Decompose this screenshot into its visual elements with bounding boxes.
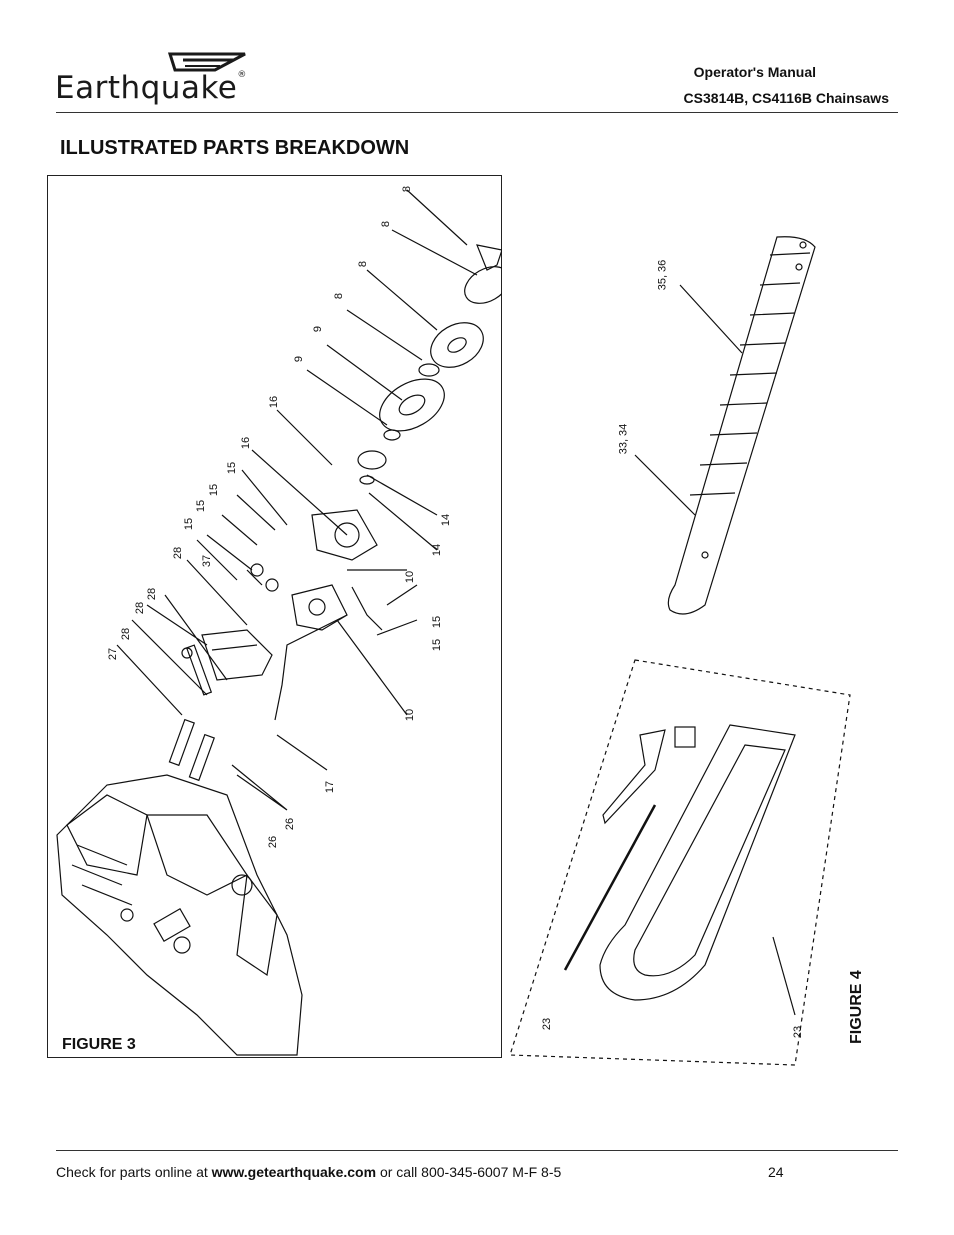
- callout-8: 8: [357, 260, 370, 268]
- brand-wordmark: Earthquake®: [55, 70, 247, 106]
- callout-35-36: 35, 36: [656, 259, 669, 291]
- callout-14: 14: [440, 513, 453, 527]
- callout-16: 16: [268, 395, 281, 409]
- earthquake-logo-icon: [167, 52, 246, 72]
- figure-4-label: FIGURE 4: [848, 970, 865, 1044]
- footer-url-link[interactable]: www.getearthquake.com: [211, 1164, 377, 1180]
- callout-9: 9: [312, 325, 325, 333]
- figure-3-label: FIGURE 3: [62, 1036, 136, 1053]
- callout-28: 28: [146, 587, 159, 601]
- callout-8: 8: [401, 185, 414, 193]
- callout-15: 15: [183, 517, 196, 531]
- footer-divider: [56, 1150, 898, 1151]
- callout-15: 15: [195, 499, 208, 513]
- callout-15: 15: [431, 615, 444, 629]
- figure-3-diagram: [56, 189, 502, 1056]
- callout-28: 28: [120, 627, 133, 641]
- header-model-numbers: CS3814B, CS4116B Chainsaws: [683, 90, 889, 106]
- header-divider: [56, 112, 898, 113]
- callout-26: 26: [284, 817, 297, 831]
- callout-10: 10: [404, 708, 417, 722]
- callout-28: 28: [134, 601, 147, 615]
- callout-17: 17: [324, 780, 337, 794]
- callout-15: 15: [431, 638, 444, 652]
- callout-16: 16: [240, 436, 253, 450]
- callout-15: 15: [208, 483, 221, 497]
- callout-33-34: 33, 34: [617, 423, 630, 455]
- callout-8: 8: [380, 220, 393, 228]
- callout-28: 28: [172, 546, 185, 560]
- callout-23: 23: [541, 1017, 554, 1031]
- callout-27: 27: [107, 647, 120, 661]
- page-title: ILLUSTRATED PARTS BREAKDOWN: [60, 137, 410, 159]
- header-manual-title: Operator's Manual: [693, 64, 816, 80]
- figure-4-diagram: [509, 236, 851, 1066]
- callout-10: 10: [404, 570, 417, 584]
- callout-15: 15: [226, 461, 239, 475]
- page-number: 24: [768, 1164, 784, 1180]
- callout-23: 23: [792, 1025, 805, 1039]
- footer-text: Check for parts online at www.getearthqu…: [56, 1164, 562, 1180]
- callout-9: 9: [293, 355, 306, 363]
- callout-8: 8: [333, 292, 346, 300]
- figure-3-frame: [47, 175, 502, 1058]
- callout-37: 37: [201, 554, 214, 568]
- callout-14: 14: [431, 543, 444, 557]
- callout-26: 26: [267, 835, 280, 849]
